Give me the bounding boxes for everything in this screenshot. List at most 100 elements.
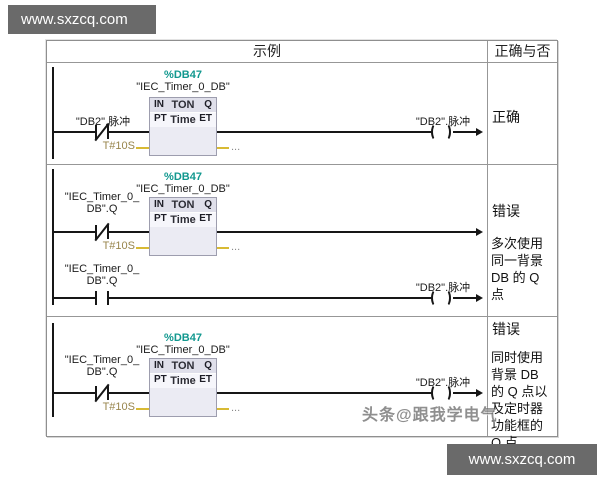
nc-contact-bar [107,386,109,400]
no-contact-bar [107,291,109,305]
rung-wire [109,131,149,133]
et-value-label: ... [231,402,241,414]
verdict-cell-row3: 错误 同时使用背景 DB 的 Q 点以及定时器功能框的 Q 点 [488,317,557,450]
verdict-text: 错误 [492,203,520,219]
rung-end-arrow [476,389,483,397]
pin-in: IN [154,199,164,210]
coil-left-arc [431,289,441,307]
watermark-bottom: www.sxzcq.com [447,444,597,475]
nc-contact-bar [107,225,109,239]
coil-right-arc [441,123,451,141]
power-rail [52,323,54,417]
rung-wire [453,131,476,133]
block-type-label: TON [150,359,216,373]
coil-left-arc [431,384,441,402]
block-body: IN Q PT ET [150,199,216,255]
rung-wire [217,231,476,233]
nc-contact-bar [95,125,97,139]
coil-left-arc [431,123,441,141]
timer-instance-label: "IEC_Timer_0_DB" [136,81,230,93]
rung-wire [52,231,95,233]
pin-in: IN [154,99,164,110]
timer-db-label: %DB47 [164,171,202,183]
et-wire [217,147,229,149]
pt-wire [136,408,149,410]
header-example: 示例 [47,41,488,63]
verdict-text: 正确 [492,109,520,125]
rung-wire [453,297,476,299]
block-datatype-label: Time [150,212,216,227]
block-datatype-label: Time [150,373,216,388]
pin-in: IN [154,360,164,371]
pt-wire [136,147,149,149]
verdict-cell-row2: 错误 多次使用同一背景 DB 的 Q 点 [488,165,557,317]
rung-wire [52,297,95,299]
contact-operand-label: "DB2".脉冲 [75,116,131,128]
rung-wire [109,231,149,233]
rung-wire [52,392,95,394]
branch-operand-line1: "IEC_Timer_0_ [64,263,140,275]
verdict-cell-row1: 正确 [488,63,557,165]
pt-value-label: T#10S [102,140,135,152]
header-verdict: 正确与否 [488,41,557,63]
nc-contact-bar [107,125,109,139]
rung-wire [52,131,95,133]
timer-db-label: %DB47 [164,69,202,81]
contact-operand-line1: "IEC_Timer_0_ [64,354,140,366]
timer-db-label: %DB47 [164,332,202,344]
ton-timer-block: TON Time IN Q PT ET [149,358,217,417]
pin-et: ET [199,213,212,224]
rung-end-arrow [476,128,483,136]
rung-end-arrow [476,228,483,236]
coil-operand-label: "DB2".脉冲 [415,282,471,294]
rung-end-arrow [476,294,483,302]
rung-wire [109,297,433,299]
block-type-label: TON [150,198,216,212]
pin-q: Q [204,360,212,371]
pin-et: ET [199,113,212,124]
coil-right-arc [441,384,451,402]
example-cell-row1: %DB47 "IEC_Timer_0_DB" "DB2".脉冲 TON Time… [47,63,488,165]
rung-wire [217,392,433,394]
example-cell-row3: %DB47 "IEC_Timer_0_DB" "IEC_Timer_0_ DB"… [47,317,488,436]
ton-timer-block: TON Time IN Q PT ET [149,97,217,156]
coil-operand-label: "DB2".脉冲 [415,116,471,128]
verdict-text: 错误 [492,321,520,337]
et-value-label: ... [231,241,241,253]
pt-value-label: T#10S [102,240,135,252]
pin-q: Q [204,99,212,110]
ton-timer-block: TON Time IN Q PT ET [149,197,217,256]
pin-q: Q [204,199,212,210]
watermark-top: www.sxzcq.com [8,5,156,34]
coil-operand-label: "DB2".脉冲 [415,377,471,389]
et-value-label: ... [231,141,241,153]
timer-instance-label: "IEC_Timer_0_DB" [136,183,230,195]
pt-wire [136,247,149,249]
block-body: IN Q PT ET [150,99,216,155]
block-type-label: TON [150,98,216,112]
branch-operand-line2: DB".Q [86,275,118,287]
rung-wire [217,131,433,133]
contact-operand-line2: DB".Q [86,203,118,215]
rung-wire [453,392,476,394]
nc-contact-bar [95,386,97,400]
et-wire [217,247,229,249]
coil-right-arc [441,289,451,307]
contact-operand-line1: "IEC_Timer_0_ [64,191,140,203]
no-contact-bar [95,291,97,305]
power-rail [52,67,54,159]
et-wire [217,408,229,410]
pt-value-label: T#10S [102,401,135,413]
verdict-note: 同时使用背景 DB 的 Q 点以及定时器功能框的 Q 点 [491,350,548,450]
block-body: IN Q PT ET [150,360,216,416]
power-rail [52,169,54,305]
pin-pt: PT [154,374,167,385]
example-cell-row2: %DB47 "IEC_Timer_0_DB" "IEC_Timer_0_ DB"… [47,165,488,317]
pin-pt: PT [154,213,167,224]
contact-operand-line2: DB".Q [86,366,118,378]
timer-instance-label: "IEC_Timer_0_DB" [136,344,230,356]
rung-wire [109,392,149,394]
nc-contact-bar [95,225,97,239]
watermark-overlay: 头条@跟我学电气 [362,407,498,424]
